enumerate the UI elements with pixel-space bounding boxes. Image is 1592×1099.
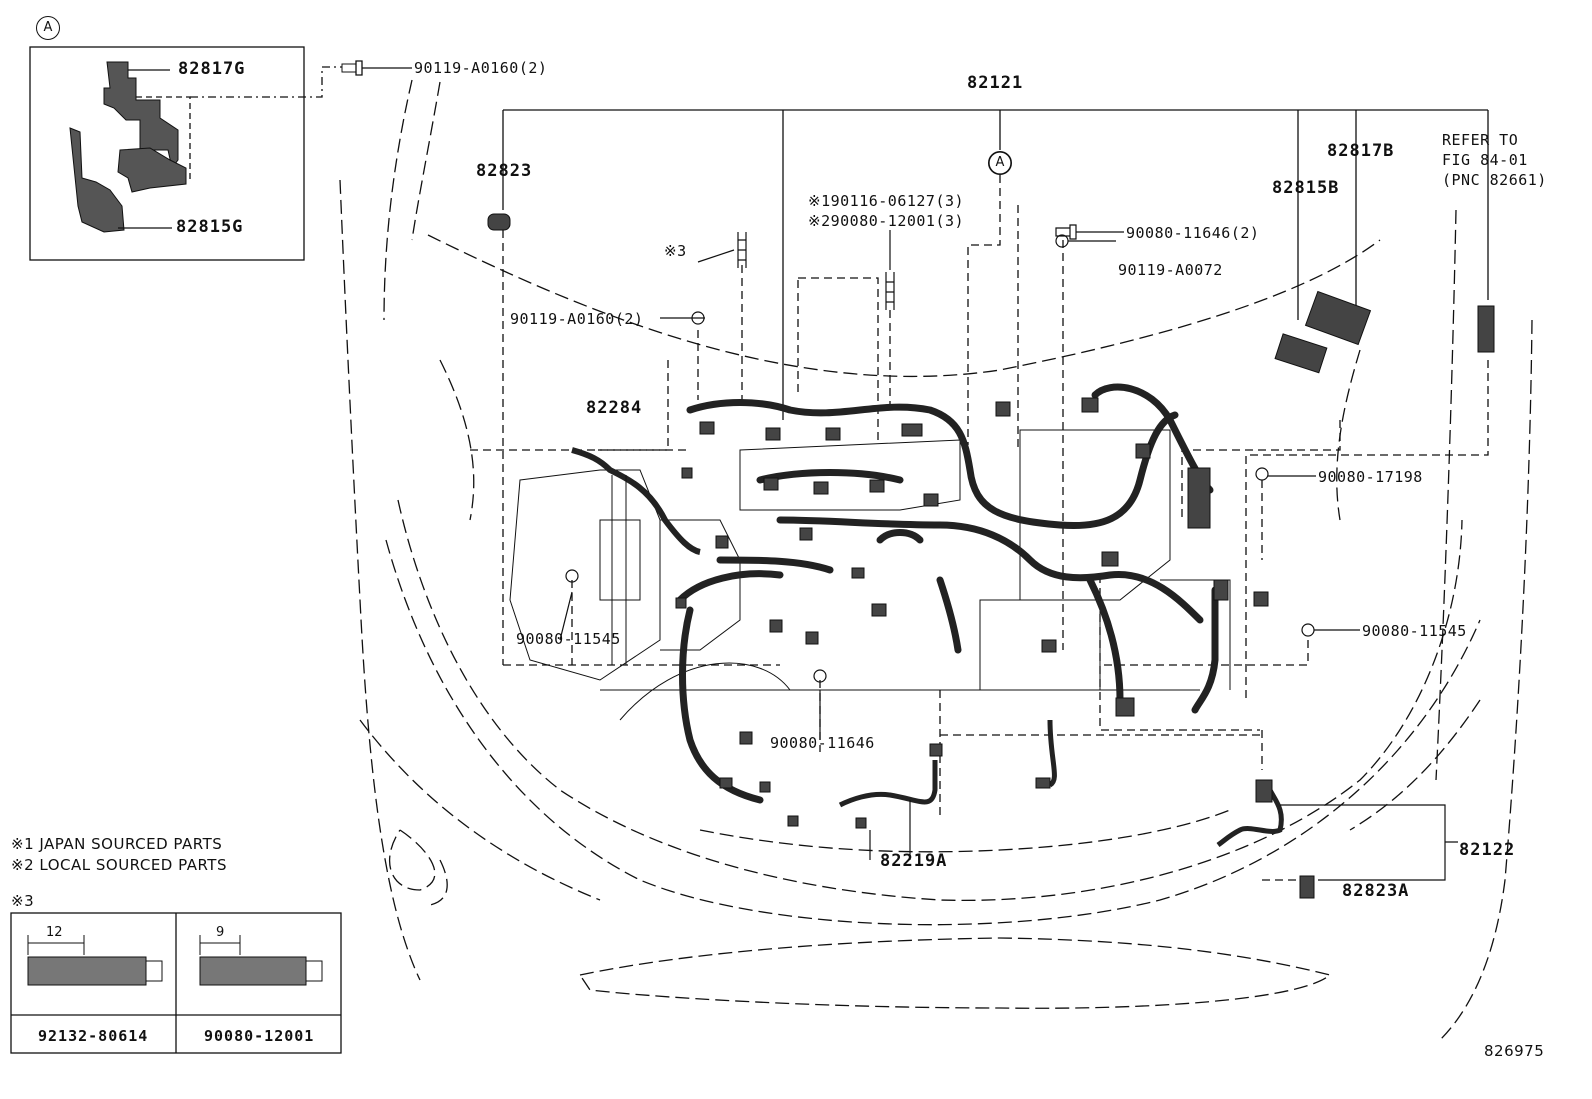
label-82817B: 82817B [1327, 141, 1395, 161]
stud-right [199, 935, 323, 986]
refer-line-1: REFER TO [1442, 131, 1519, 149]
harness-82122 [1216, 788, 1284, 848]
label-clip-11646-2: 90080-11646(2) [1126, 224, 1260, 242]
label-82817G: 82817G [178, 59, 246, 79]
label-clip-17198: 90080-17198 [1318, 468, 1423, 486]
detail-a-brackets [69, 61, 187, 233]
refer-line-3: (PNC 82661) [1442, 171, 1547, 189]
stud-left [27, 935, 163, 986]
connectors [487, 213, 1495, 899]
harness-a-marker: A [988, 151, 1012, 175]
diagram-id: 826975 [1484, 1042, 1545, 1060]
note-japan: ※1 JAPAN SOURCED PARTS [11, 835, 223, 853]
label-clip-11545-left: 90080-11545 [516, 630, 621, 648]
label-clip-a0072: 90119-A0072 [1118, 261, 1223, 279]
refer-line-2: FIG 84-01 [1442, 151, 1528, 169]
detail-a-frame [29, 46, 305, 261]
label-82823A: 82823A [1342, 881, 1410, 901]
label-note3-stud: ※3 [664, 242, 687, 260]
label-clip-11545-right: 90080-11545 [1362, 622, 1467, 640]
stud-left-dim: 12 [46, 925, 63, 940]
label-82815B: 82815B [1272, 178, 1340, 198]
label-82823: 82823 [476, 161, 533, 181]
stud-left-part: 92132-80614 [38, 1027, 149, 1045]
stud-right-dim: 9 [216, 925, 225, 940]
fasteners [565, 224, 1315, 683]
label-leaders [559, 230, 1360, 740]
label-bolt-japan: ※190116-06127(3) [808, 192, 965, 210]
detail-a-marker: A [36, 16, 60, 40]
label-82121: 82121 [967, 73, 1024, 93]
body-outline [339, 79, 1533, 1041]
label-bolt-local: ※290080-12001(3) [808, 212, 965, 230]
harness-82219A [838, 760, 938, 808]
label-82815G: 82815G [176, 217, 244, 237]
label-82122: 82122 [1459, 840, 1516, 860]
bolt-top [341, 60, 363, 76]
label-bolt-mid: 90119-A0160(2) [510, 310, 644, 328]
note-3-heading: ※3 [11, 892, 35, 910]
stud-right-part: 90080-12001 [204, 1027, 315, 1045]
label-82284: 82284 [586, 398, 643, 418]
label-bolt-top: 90119-A0160(2) [414, 59, 548, 77]
harness-82284 [571, 447, 701, 555]
label-82219A: 82219A [880, 851, 948, 871]
note-local: ※2 LOCAL SOURCED PARTS [11, 856, 227, 874]
label-clip-11646: 90080-11646 [770, 734, 875, 752]
